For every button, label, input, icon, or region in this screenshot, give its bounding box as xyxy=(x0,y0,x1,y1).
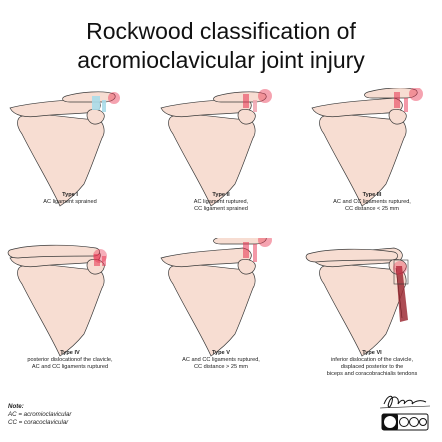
type-4-caption: Type IV posterior dislocationof the clav… xyxy=(0,350,140,371)
type-3-desc-2: CC distance < 25 mm xyxy=(345,206,399,212)
type-6-desc-2: displaced posterior to the xyxy=(340,364,404,370)
panel-type-5: Type V AC and CC ligaments ruptured, CC … xyxy=(151,238,291,370)
type-6-desc-1: inferior dislocation of the clavicle, xyxy=(330,357,414,363)
dislocation-sleeve xyxy=(393,259,409,285)
clavicle xyxy=(305,248,398,263)
injury-highlight xyxy=(393,261,407,275)
clavicle xyxy=(7,244,100,259)
ac-ligament-rupture xyxy=(394,92,400,108)
signature-icon xyxy=(379,395,431,409)
coracoid xyxy=(388,109,407,125)
type-3-caption: Type III AC and CC ligaments ruptured, C… xyxy=(302,192,442,213)
type-2-desc-1: AC ligament ruptured, xyxy=(193,199,249,205)
tendon-line xyxy=(395,267,403,319)
cc-ligament xyxy=(102,100,106,112)
author-badge xyxy=(376,388,434,434)
ac-ligament-rupture xyxy=(243,94,249,108)
type-1-desc-1: AC ligament sprained xyxy=(43,199,97,205)
type-4-illustration xyxy=(7,244,107,357)
type-6-caption: Type VI inferior dislocation of the clav… xyxy=(302,350,442,378)
type-4-desc-1: posterior dislocationof the clavicle, xyxy=(27,357,113,363)
note: Note: AC = acromioclavicular CC = coraco… xyxy=(8,403,71,427)
type-2-label: Type II xyxy=(212,192,230,198)
cc-ligament-rupture xyxy=(253,244,257,262)
panel-type-6: Type VI inferior dislocation of the clav… xyxy=(302,238,442,377)
type-4-desc-2: AC and CC ligaments ruptured xyxy=(31,364,109,370)
coracoid xyxy=(237,109,256,125)
injury-highlight xyxy=(93,249,107,263)
type-5-caption: Type V AC and CC ligaments ruptured, CC … xyxy=(151,350,291,371)
panel-type-4: Type IV posterior dislocationof the clav… xyxy=(0,238,140,370)
type-1-caption: Type I AC ligament sprained xyxy=(0,192,140,206)
type-4-label: Type IV xyxy=(60,350,80,356)
ac-ligament-rupture xyxy=(94,254,100,266)
injury-highlight xyxy=(108,92,120,104)
ac-ligament-sprain xyxy=(92,96,100,110)
panel-type-3: Type III AC and CC ligaments ruptured, C… xyxy=(302,88,442,213)
coracoid xyxy=(237,259,256,275)
note-line-2: CC = coracoclavicular xyxy=(8,419,69,426)
scapula xyxy=(17,264,105,357)
panel-type-1: Type I AC ligament sprained xyxy=(0,88,140,213)
type-2-desc-2: CC ligament sprained xyxy=(194,206,248,212)
title-line-2: acromioclavicular joint injury xyxy=(77,47,365,73)
type-1-label: Type I xyxy=(62,192,78,198)
scapula xyxy=(319,264,407,357)
cc-ligament xyxy=(253,100,257,112)
cc-ligament-rupture xyxy=(404,98,408,112)
injury-highlight xyxy=(409,88,423,101)
biceps-coracobrachialis-tendons xyxy=(396,266,408,322)
scapula xyxy=(168,264,256,357)
type-2-illustration xyxy=(160,89,272,207)
type-3-desc-1: AC and CC ligaments ruptured, xyxy=(333,199,411,205)
type-5-desc-1: AC and CC ligaments ruptured, xyxy=(182,357,260,363)
type-5-illustration xyxy=(160,238,272,357)
injury-highlight xyxy=(258,89,272,103)
type-6-desc-3: biceps and coracobrachialis tendons xyxy=(326,371,418,377)
type-6-illustration xyxy=(305,247,409,357)
type-6-label: Type VI xyxy=(362,350,382,356)
panel-type-2: Type II AC ligament ruptured, CC ligamen… xyxy=(151,88,291,213)
creative-commons-icon xyxy=(381,413,429,431)
type-1-illustration xyxy=(9,91,120,207)
type-5-desc-2: CC distance > 25 mm xyxy=(194,364,248,370)
type-5-label: Type V xyxy=(212,350,230,356)
note-heading: Note: xyxy=(8,403,24,410)
type-3-illustration xyxy=(311,88,423,207)
clavicle xyxy=(62,91,116,103)
ac-ligament-rupture xyxy=(243,242,249,258)
coracoid xyxy=(86,109,105,125)
note-line-1: AC = acromioclavicular xyxy=(8,411,72,418)
title-line-1: Rockwood classification of xyxy=(86,18,356,44)
injury-highlight xyxy=(258,238,272,247)
type-2-caption: Type II AC ligament ruptured, CC ligamen… xyxy=(151,192,291,213)
type-3-label: Type III xyxy=(362,192,382,198)
cc-ligament-rupture xyxy=(102,256,106,266)
